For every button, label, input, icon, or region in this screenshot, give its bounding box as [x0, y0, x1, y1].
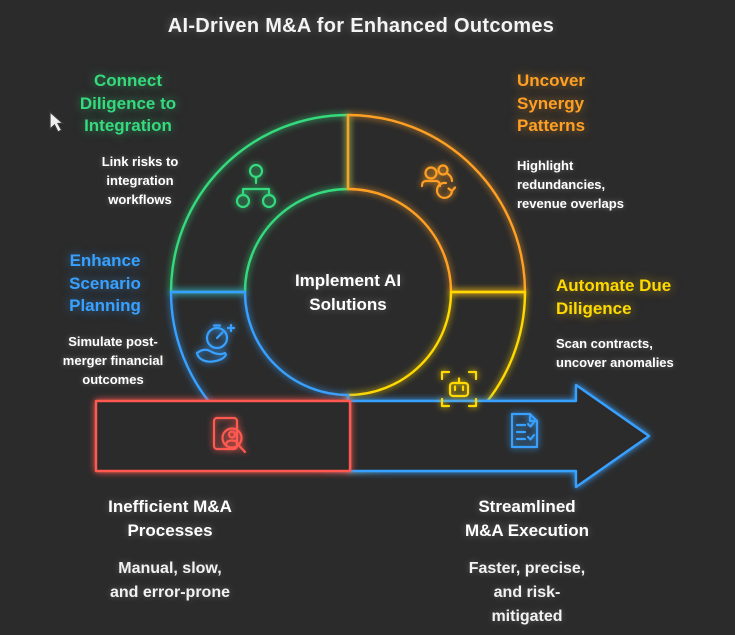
checklist-icon — [510, 412, 539, 449]
robot-scan-icon — [440, 370, 478, 408]
inefficient-title: Inefficient M&A Processes — [108, 497, 232, 541]
section-desc-enhance: Simulate post- merger financial outcomes — [62, 334, 164, 387]
document-magnifier-icon — [212, 416, 247, 454]
section-title-automate: Automate Due Diligence — [556, 276, 672, 318]
streamlined-title: Streamlined M&A Execution — [464, 497, 590, 541]
ring-segment-uncover — [346, 113, 527, 294]
inefficient-desc: Manual, slow, and error-prone — [109, 560, 230, 601]
streamlined-desc: Faster, precise, and risk- mitigated — [468, 560, 586, 625]
center-label: Implement AI Solutions — [294, 271, 402, 314]
flow-band — [94, 383, 651, 489]
streamlined-arrow-shape — [348, 383, 651, 489]
section-title-connect: Connect Diligence to Integration — [79, 71, 177, 136]
page-title: AI-Driven M&A for Enhanced Outcomes — [167, 15, 555, 37]
ring-segment-connect — [169, 113, 350, 294]
section-title-enhance: Enhance Scenario Planning — [69, 251, 141, 316]
section-desc-automate: Scan contracts, uncover anomalies — [556, 336, 674, 370]
section-title-uncover: Uncover Synergy Patterns — [517, 71, 586, 136]
section-desc-uncover: Highlight redundancies, revenue overlaps — [517, 158, 624, 211]
people-sync-icon — [420, 164, 457, 199]
stopwatch-hand-icon — [195, 323, 236, 363]
section-desc-connect: Link risks to integration workflows — [101, 154, 179, 207]
mouse-cursor — [49, 110, 65, 133]
hierarchy-icon — [235, 163, 277, 209]
